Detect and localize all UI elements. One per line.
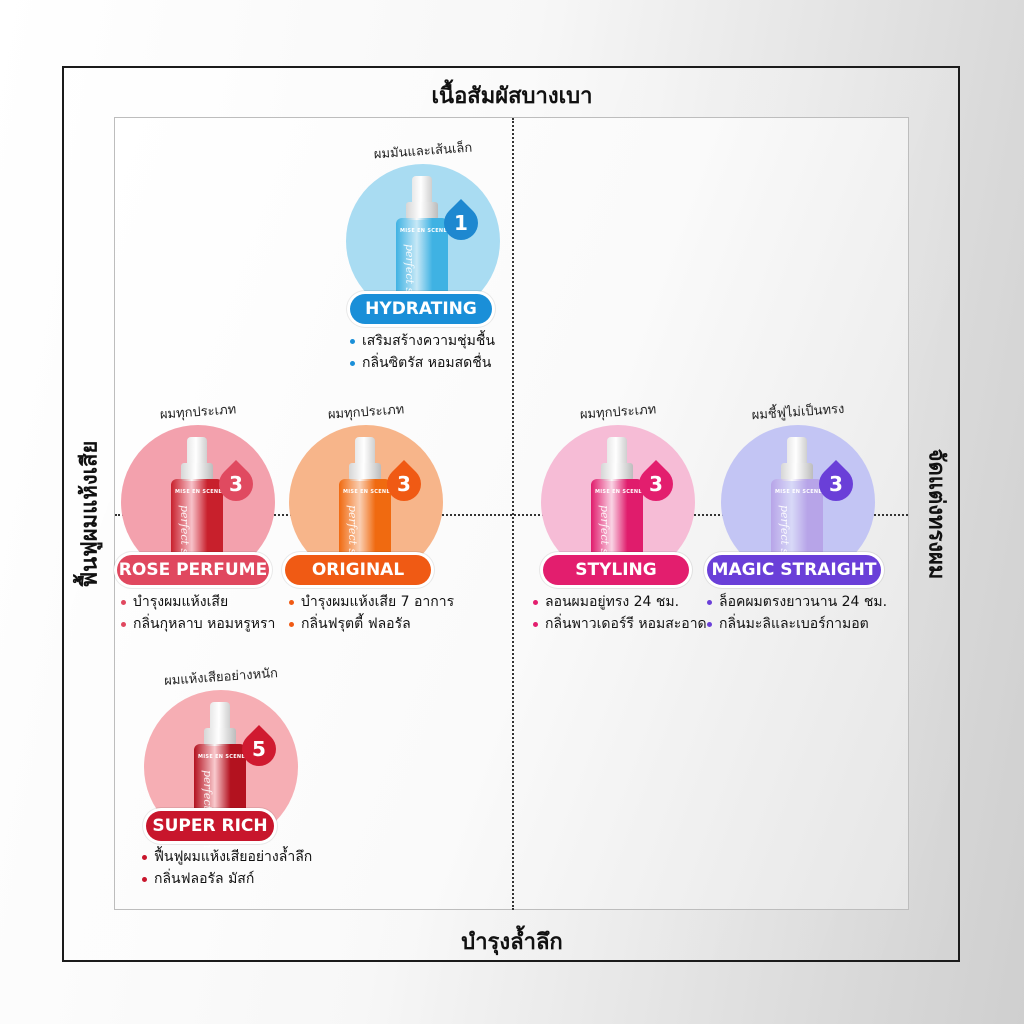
feature-item: เสริมสร้างความชุ่มชื้น (350, 330, 495, 352)
bottle-pump (210, 702, 230, 730)
bottle-pump (412, 176, 432, 204)
product-name-pill: ORIGINAL (285, 555, 431, 585)
feature-item: ล็อคผมตรงยาวนาน 24 ชม. (707, 591, 887, 613)
bottle-brand: MISE EN SCENE (400, 228, 448, 234)
level-number: 5 (252, 737, 266, 761)
level-drop-icon: 3 (631, 459, 681, 509)
bottle-brand: MISE EN SCENE (595, 489, 643, 495)
product-name-pill: MAGIC STRAIGHT (707, 555, 881, 585)
feature-item: กลิ่นพาวเดอร์รี หอมสะอาด (533, 613, 707, 635)
feature-item: บำรุงผมแห้งเสีย 7 อาการ (289, 591, 454, 613)
bottle-collar (601, 463, 633, 481)
feature-item: กลิ่นฟลอรัล มัสก์ (142, 868, 312, 890)
feature-item: ลอนผมอยู่ทรง 24 ชม. (533, 591, 707, 613)
level-drop-icon: 5 (234, 724, 284, 774)
level-drop-icon: 3 (211, 459, 261, 509)
bottle-pump (787, 437, 807, 465)
bottle-collar (781, 463, 813, 481)
feature-item: กลิ่นซิตรัส หอมสดชื่น (350, 352, 495, 374)
feature-item: กลิ่นมะลิและเบอร์กามอต (707, 613, 887, 635)
level-number: 3 (649, 472, 663, 496)
bottle-brand: MISE EN SCENE (775, 489, 823, 495)
level-number: 3 (229, 472, 243, 496)
bottle-brand: MISE EN SCENE (175, 489, 223, 495)
product-name-pill: HYDRATING (350, 294, 492, 324)
level-drop-icon: 1 (436, 198, 486, 248)
axis-label-bottom: บำรุงล้ำลึก (461, 930, 563, 955)
feature-item: กลิ่นฟรุตตี้ ฟลอรัล (289, 613, 454, 635)
product-name-pill: ROSE PERFUME (117, 555, 269, 585)
bottle-collar (406, 202, 438, 220)
axis-label-top: เนื้อสัมผัสบางเบา (431, 84, 593, 109)
bottle-brand: MISE EN SCENE (198, 754, 246, 760)
product-name-pill: SUPER RICH (146, 811, 274, 841)
feature-item: ฟื้นฟูผมแห้งเสียอย่างล้ำลึก (142, 846, 312, 868)
feature-item: กลิ่นกุหลาบ หอมหรูหรา (121, 613, 275, 635)
axis-label-right: จัดแต่งทรงผม (923, 448, 949, 580)
level-number: 3 (829, 472, 843, 496)
axis-label-left: ฟื้นฟูผมแห้งเสีย (77, 440, 103, 588)
bottle-pump (607, 437, 627, 465)
bottle-brand: MISE EN SCENE (343, 489, 391, 495)
product-features-list: ฟื้นฟูผมแห้งเสียอย่างล้ำลึกกลิ่นฟลอรัล ม… (142, 846, 312, 890)
level-number: 1 (454, 211, 468, 235)
bottle-pump (355, 437, 375, 465)
bottle-collar (181, 463, 213, 481)
product-features-list: บำรุงผมแห้งเสีย 7 อาการกลิ่นฟรุตตี้ ฟลอร… (289, 591, 454, 635)
feature-item: บำรุงผมแห้งเสีย (121, 591, 275, 613)
level-drop-icon: 3 (379, 459, 429, 509)
horizontal-axis-line (115, 514, 908, 516)
level-drop-icon: 3 (811, 459, 861, 509)
bottle-pump (187, 437, 207, 465)
product-features-list: บำรุงผมแห้งเสียกลิ่นกุหลาบ หอมหรูหรา (121, 591, 275, 635)
product-name-pill: STYLING (543, 555, 689, 585)
bottle-collar (349, 463, 381, 481)
product-features-list: เสริมสร้างความชุ่มชื้นกลิ่นซิตรัส หอมสดช… (350, 330, 495, 374)
product-features-list: ล็อคผมตรงยาวนาน 24 ชม.กลิ่นมะลิและเบอร์ก… (707, 591, 887, 635)
product-features-list: ลอนผมอยู่ทรง 24 ชม.กลิ่นพาวเดอร์รี หอมสะ… (533, 591, 707, 635)
bottle-collar (204, 728, 236, 746)
level-number: 3 (397, 472, 411, 496)
